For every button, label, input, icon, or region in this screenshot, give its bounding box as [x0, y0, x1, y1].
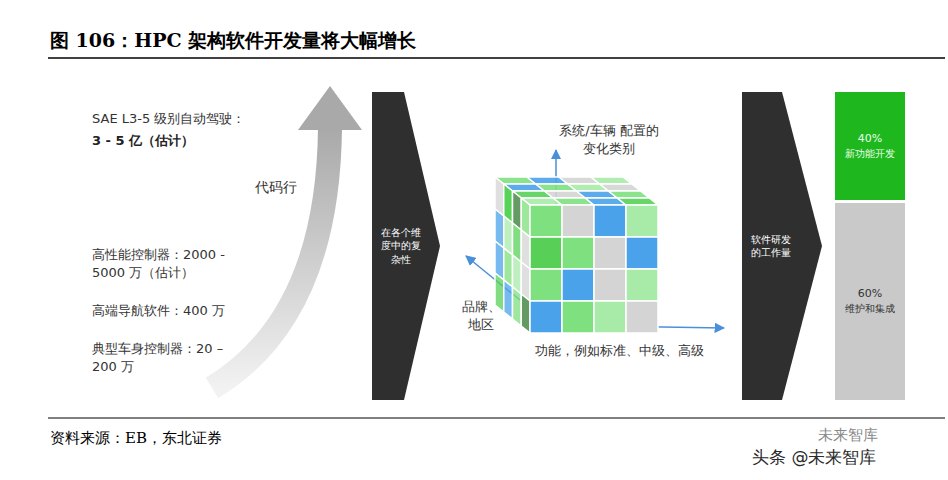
- axis-label: 代码行: [255, 178, 315, 197]
- growth-arrow-head: [298, 86, 362, 130]
- cube-cell: [521, 294, 530, 333]
- source-note: 资料来源：EB，东北证券: [50, 428, 350, 448]
- cube-cell: [562, 301, 594, 333]
- cube-cell: [626, 205, 658, 237]
- axis-label: 系统/车辆 配置的变化类别: [556, 122, 662, 157]
- cube-cell: [530, 205, 562, 237]
- growth-arrow: [212, 128, 330, 388]
- cube-cell: [562, 237, 594, 269]
- percent-value: 40%: [838, 132, 902, 147]
- watermark: 未来智库: [818, 425, 938, 445]
- chevron-band: 在各个维度中的复杂性: [376, 200, 426, 292]
- cube-cell: [626, 237, 658, 269]
- watermark: 头条 @未来智库: [752, 446, 942, 469]
- annotation: 典型车身控制器：20 – 200 万: [92, 340, 232, 375]
- cube-cell: [626, 301, 658, 333]
- share-bar: 60%维护和集成: [835, 203, 905, 400]
- title-rule: [48, 57, 945, 59]
- share-bar: 40%新功能开发: [835, 92, 905, 200]
- percent-value: 60%: [838, 287, 902, 302]
- cube-illustration: [495, 177, 658, 333]
- cube-cell: [609, 191, 650, 198]
- cube-cell: [626, 269, 658, 301]
- annotation-value: 3 - 5 亿（估计）: [92, 132, 252, 150]
- cube-cell: [594, 237, 626, 269]
- chevron-band: 软件研发的工作量: [746, 212, 796, 280]
- chevron-shape: [742, 92, 822, 400]
- footer-rule: [48, 418, 945, 419]
- annotation: SAE L3-5 级别自动驾驶：: [92, 110, 272, 128]
- axis-label: 品牌、地区: [459, 298, 503, 333]
- cube-cell: [513, 287, 522, 326]
- node-text: 新功能开发: [838, 147, 902, 161]
- chevron-shape: [372, 92, 440, 400]
- cube-cell: [530, 237, 562, 269]
- cube-cell: [562, 269, 594, 301]
- cube-cell: [617, 198, 658, 205]
- cube-cell: [504, 280, 513, 319]
- cube-cell: [594, 205, 626, 237]
- cube-cell: [562, 205, 594, 237]
- node-text: 维护和集成: [838, 302, 902, 316]
- node-text: 在各个维度中的复杂性: [379, 226, 423, 267]
- annotation: 高性能控制器：2000 - 5000 万（估计）: [92, 246, 232, 281]
- annotation: 高端导航软件：400 万: [92, 302, 262, 320]
- cube-cell: [530, 301, 562, 333]
- figure-title: 图 106：HPC 架构软件开发量将大幅增长: [50, 28, 416, 54]
- cube-cell: [594, 301, 626, 333]
- axis-label: 功能，例如标准、中级、高级: [535, 342, 755, 360]
- cube-cell: [600, 184, 641, 191]
- cube-cell: [530, 269, 562, 301]
- node-text: 软件研发的工作量: [749, 233, 793, 260]
- cube-cell: [591, 177, 632, 184]
- cube-cell: [594, 269, 626, 301]
